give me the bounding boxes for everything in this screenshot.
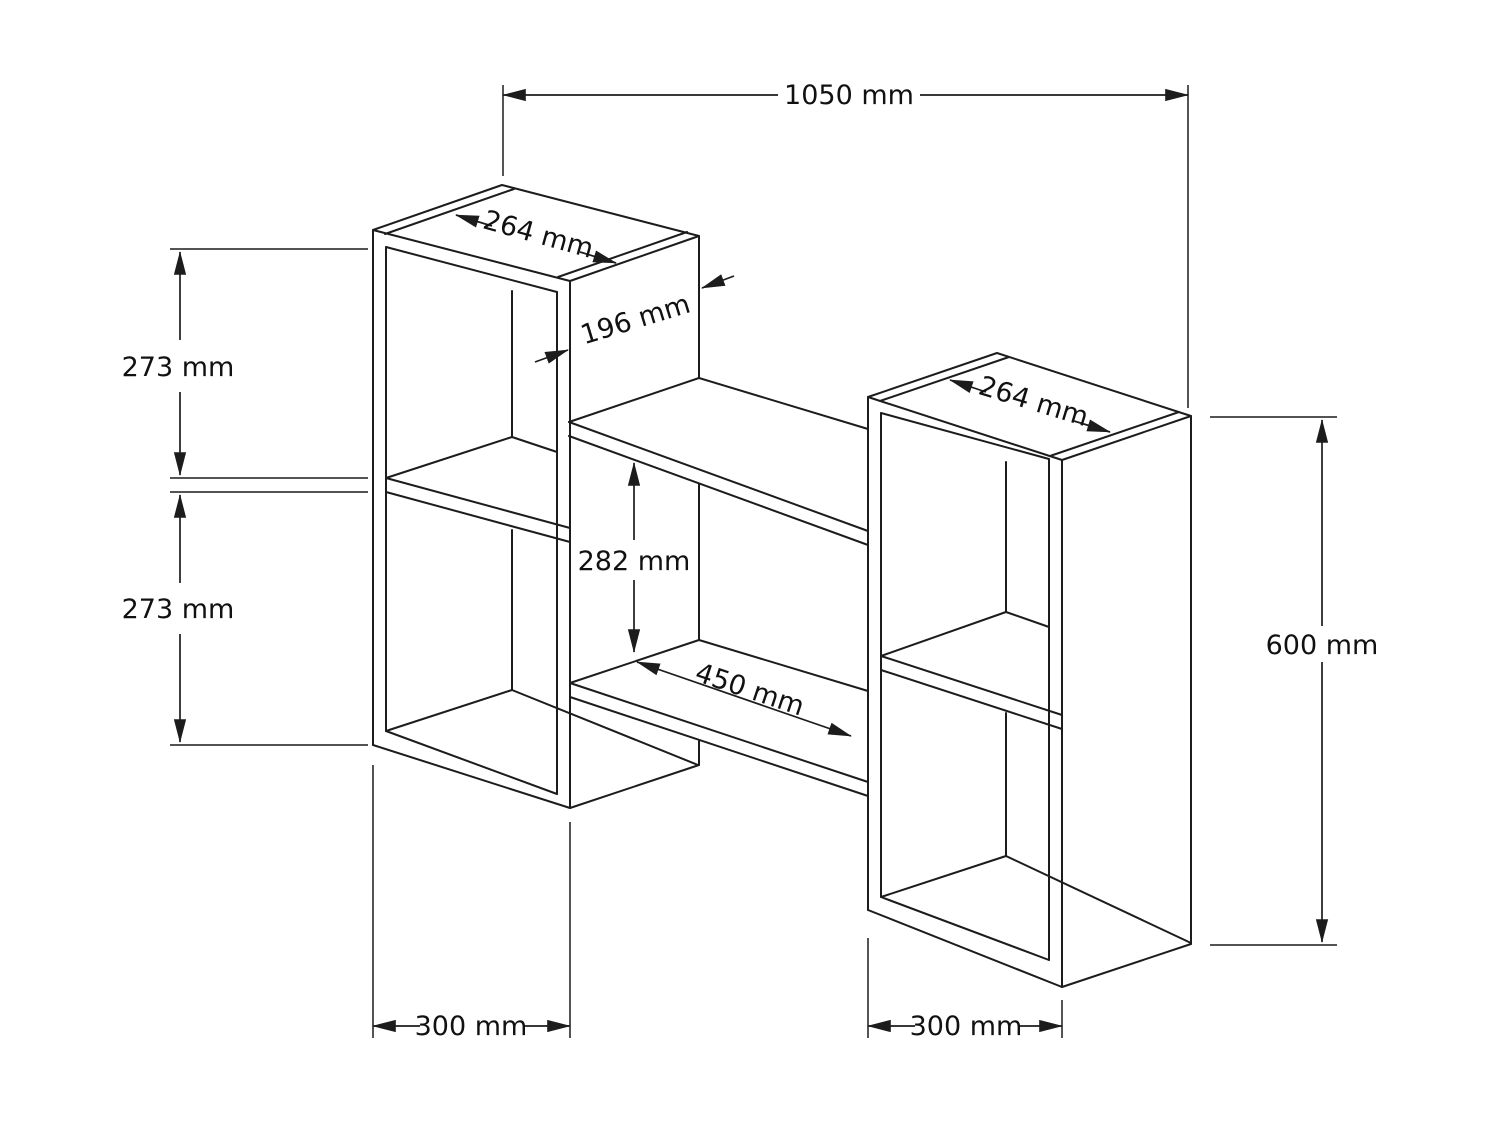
dim-total-width: 1050 mm (502, 80, 1189, 408)
right-box-bottom-front-edge (867, 909, 1063, 988)
dim-left-upper-height-label: 273 mm (122, 352, 235, 383)
right-box-floor-back-edge (1005, 855, 1192, 944)
lower-shelf-front-top-edge (569, 682, 869, 783)
dim-right-height: 600 mm (1210, 416, 1379, 946)
upper-shelf-back-edge (698, 377, 869, 430)
dim-right-top-width: 264 mm (949, 371, 1111, 434)
dim-left-width: 300 mm (372, 765, 571, 1042)
dim-right-top-width-label: 264 mm (975, 371, 1092, 434)
left-box-mid-shelf-left-edge (385, 436, 513, 479)
left-box-floor-left-edge (385, 689, 513, 732)
upper-shelf-front-top-edge (568, 421, 869, 532)
right-box-outline (867, 352, 1192, 988)
dim-total-width-label: 1050 mm (784, 80, 914, 111)
dim-middle-gap: 282 mm (578, 462, 691, 653)
dim-left-width-label: 300 mm (415, 1011, 528, 1042)
right-box-opening-bottom-edge (880, 896, 1050, 961)
left-box-opening-top-edge (385, 246, 558, 293)
dim-depth-label: 196 mm (577, 289, 694, 352)
right-box-mid-shelf-bottom-line (880, 669, 1063, 730)
left-box-outline (372, 184, 700, 809)
left-box-top-left-strip (384, 188, 515, 235)
dim-right-height-label: 600 mm (1266, 630, 1379, 661)
dim-left-upper-height: 273 mm (122, 248, 368, 479)
dim-depth: 196 mm (534, 274, 735, 364)
dim-right-width: 300 mm (867, 938, 1063, 1042)
right-box-top-right-strip (1049, 411, 1180, 457)
dim-left-top-width: 264 mm (455, 205, 617, 265)
dim-middle-gap-label: 282 mm (578, 546, 691, 577)
left-box-side-bottom-edge (569, 764, 700, 809)
right-box-mid-shelf-back-edge (1005, 611, 1050, 628)
dim-right-width-label: 300 mm (910, 1011, 1023, 1042)
dim-shelf-length: 450 mm (636, 657, 852, 737)
right-box-mid-shelf-top-line (880, 655, 1063, 716)
lower-shelf-left-edge (569, 639, 700, 684)
upper-shelf-front-bottom-edge (568, 435, 869, 546)
right-box-top-left-strip (879, 356, 1010, 402)
left-box-top-right-strip (557, 231, 688, 278)
middle-shelves (568, 377, 869, 797)
lower-shelf-front-bottom-edge (569, 696, 869, 797)
left-box-floor-back-edge (511, 689, 699, 766)
dim-left-lower-height-label: 273 mm (122, 594, 235, 625)
right-box-side-bottom-edge (1061, 943, 1192, 988)
left-box-opening-bottom-edge (385, 730, 558, 795)
dim-left-lower-height: 273 mm (122, 491, 368, 746)
dim-left-top-width-label: 264 mm (480, 205, 597, 265)
left-box-mid-shelf-bottom-line (385, 491, 571, 543)
left-box-mid-shelf-back-edge (511, 436, 558, 453)
right-box-opening-top-edge (880, 412, 1050, 460)
right-box-floor-left-edge (880, 855, 1007, 898)
upper-shelf-left-edge (568, 377, 700, 423)
dimension-annotations: 1050 mm 273 mm 273 mm 264 mm (122, 80, 1379, 1042)
left-box-mid-shelf-top-line (385, 477, 571, 529)
right-box-mid-shelf-left-edge (880, 611, 1007, 657)
left-box-bottom-front-edge (372, 744, 571, 809)
